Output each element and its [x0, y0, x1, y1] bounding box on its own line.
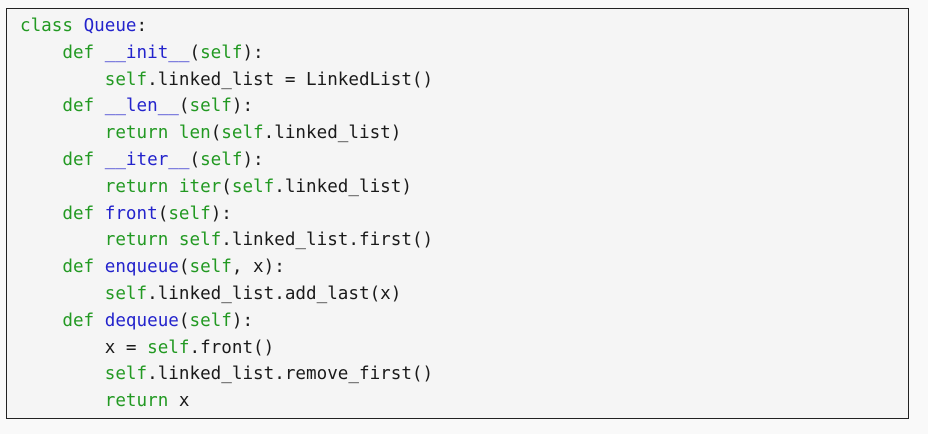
code-line: class Queue:	[20, 16, 148, 36]
code-block: class Queue: def __init__(self): self.li…	[6, 8, 909, 419]
code-line: def front(self):	[62, 203, 232, 224]
code-line: self.linked_list.add_last(x)	[104, 283, 402, 304]
code-content: class Queue: def __init__(self): self.li…	[20, 13, 896, 415]
code-line: x = self.front()	[20, 337, 275, 358]
code-line: def __iter__(self):	[62, 149, 264, 170]
code-line: return x	[104, 391, 190, 412]
code-line: def enqueue(self, x):	[62, 257, 285, 278]
code-line: return self.linked_list.first()	[104, 230, 434, 251]
code-line: def dequeue(self):	[62, 310, 254, 331]
code-line: return iter(self.linked_list)	[104, 176, 412, 197]
code-line: def __len__(self):	[62, 96, 254, 117]
code-line: self.linked_list.remove_first()	[104, 364, 434, 385]
code-line: return len(self.linked_list)	[104, 123, 402, 144]
code-line: def __init__(self):	[62, 42, 264, 63]
code-line: self.linked_list = LinkedList()	[104, 69, 434, 90]
